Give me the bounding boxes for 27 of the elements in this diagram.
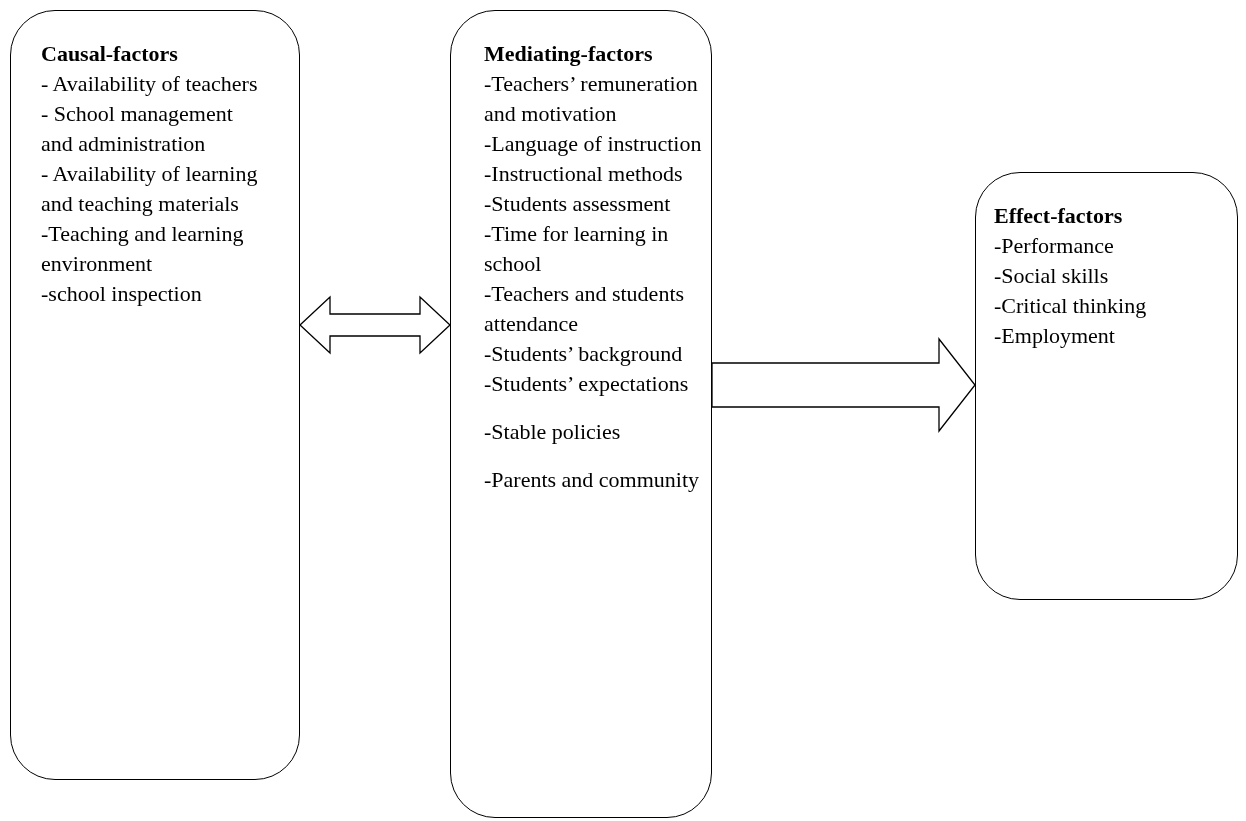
list-item: -Language of instruction <box>484 130 703 158</box>
factor-box <box>450 10 712 818</box>
factor-box <box>10 10 300 780</box>
list-item: - Availability of teachers <box>41 70 259 98</box>
list-item: - School management and administration <box>41 100 234 158</box>
list-item: -Teachers and students attendance <box>484 280 686 338</box>
list-item: -Performance <box>994 232 1115 260</box>
list-item: -Parents and community <box>484 466 701 494</box>
list-item: -Stable policies <box>484 418 622 446</box>
list-item: -Critical thinking <box>994 292 1148 320</box>
list-item: -Students’ background <box>484 340 684 368</box>
box-heading: Effect-factors <box>994 202 1124 230</box>
factor-box <box>975 172 1238 600</box>
list-item: -Students’ expectations <box>484 370 690 398</box>
list-item: - Availability of learning and teaching materials <box>41 160 259 218</box>
list-item: -Students assessment <box>484 190 672 218</box>
list-item: -Instructional methods <box>484 160 684 188</box>
block-arrow <box>711 337 976 433</box>
list-item: -Teaching and learning environment <box>41 220 245 278</box>
list-item: -Social skills <box>994 262 1110 290</box>
list-item: -Employment <box>994 322 1116 350</box>
box-heading: Causal-factors <box>41 40 179 68</box>
block-arrow <box>299 295 451 355</box>
list-item: -school inspection <box>41 280 203 308</box>
list-item: -Teachers’ remuneration and motivation <box>484 70 699 128</box>
list-item: -Time for learning in school <box>484 220 670 278</box>
box-heading: Mediating-factors <box>484 40 654 68</box>
